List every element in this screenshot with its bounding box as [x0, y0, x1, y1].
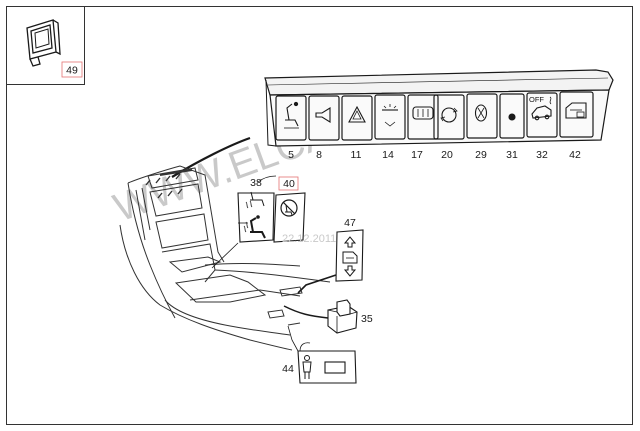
- switch-esp-off: [526, 92, 558, 138]
- callout-20: 20: [441, 149, 453, 161]
- indicator-dot-icon: [508, 113, 516, 121]
- switch-insert-icon: [26, 19, 61, 67]
- callout-11: 11: [351, 149, 362, 161]
- callout-40: 40: [283, 178, 295, 190]
- seat-icon: [284, 101, 299, 129]
- switch-horn: [308, 95, 340, 141]
- callout-32: 32: [536, 149, 548, 161]
- switch-esp: [466, 93, 498, 139]
- callout-8: 8: [316, 149, 322, 161]
- connector-35: 35: [283, 299, 373, 334]
- callout-49: 49: [66, 65, 78, 77]
- switch-seat-heat: [275, 95, 307, 141]
- interior-light-icon: [382, 104, 398, 127]
- inset-49: 49: [6, 6, 85, 85]
- heated-seat-icon: [243, 215, 266, 239]
- leader-line-seat: [211, 242, 239, 269]
- switch-panel-labels: 5 8 11 14 17 20 29 31 32 42: [288, 149, 581, 161]
- switch-rear-defrost: [407, 94, 439, 140]
- callout-47: 47: [344, 217, 356, 229]
- seat-switches: 38 40: [211, 175, 306, 269]
- recirculation-icon: [440, 107, 458, 123]
- esp-icon: [474, 104, 488, 122]
- mirror-icon: [342, 251, 358, 264]
- switch-window-lock: [559, 91, 594, 138]
- callout-42: 42: [569, 149, 581, 161]
- callout-29: 29: [475, 149, 487, 161]
- arrow-up-icon: [343, 236, 357, 248]
- callout-35: 35: [361, 313, 373, 325]
- bottom-switch-44: 44: [282, 325, 357, 384]
- person-icon: [302, 355, 312, 379]
- arrow-down-icon: [343, 265, 357, 277]
- date-stamp: 22.12.2011: [282, 233, 336, 245]
- switch-hazard: [341, 95, 373, 141]
- switch-recirculation: [433, 94, 465, 140]
- callout-5: 5: [288, 149, 294, 161]
- switch-interior-light: [374, 94, 406, 140]
- mirror-switch-47: 47: [297, 217, 364, 294]
- no-passenger-icon: [280, 199, 298, 217]
- callout-17: 17: [411, 149, 423, 161]
- callout-14: 14: [382, 149, 394, 161]
- diagram-frame: [6, 6, 633, 425]
- callout-38: 38: [250, 177, 262, 189]
- skid-car-icon: [531, 96, 552, 121]
- switch-button: [324, 361, 346, 374]
- window-lock-icon: [565, 102, 587, 119]
- hazard-icon: [348, 105, 366, 123]
- switch-blank: [499, 93, 525, 139]
- center-console: [119, 165, 331, 351]
- switch-panel: OFF 5 8 11 14 17 20 29 31 32 42: [264, 69, 614, 161]
- callout-31: 31: [506, 149, 518, 161]
- rear-defrost-icon: [412, 106, 434, 120]
- callout-44: 44: [282, 363, 294, 375]
- horn-icon: [315, 107, 331, 123]
- off-text: OFF: [529, 95, 544, 104]
